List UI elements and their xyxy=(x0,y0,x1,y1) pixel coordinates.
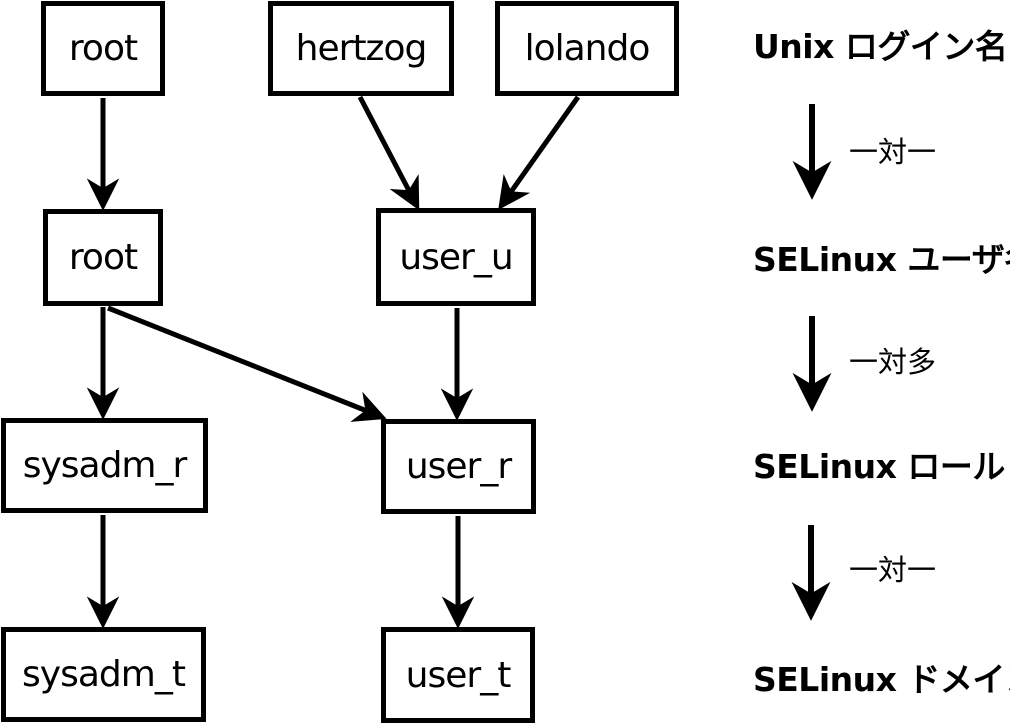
node-label: sysadm_r xyxy=(22,445,188,486)
node-selinux-user-user-u: user_u xyxy=(376,208,536,306)
legend-relation-one-to-one: 一対一 xyxy=(849,135,937,169)
legend-level-selinux-user: SELinux ユーザ名 xyxy=(753,240,1010,279)
arrow-lolando-to-user-u xyxy=(498,95,581,210)
node-label: lolando xyxy=(524,28,651,69)
arrow-user-root-to-user-r xyxy=(107,305,387,422)
node-selinux-domain-user-t: user_t xyxy=(381,627,535,723)
node-label: root xyxy=(68,28,138,69)
node-label: root xyxy=(68,237,138,278)
node-selinux-user-root: root xyxy=(43,209,163,306)
legend-level-selinux-role: SELinux ロール xyxy=(753,447,1005,486)
node-unix-login-hertzog: hertzog xyxy=(268,1,454,96)
legend-relation-one-to-many: 一対多 xyxy=(849,345,937,379)
node-unix-login-root: root xyxy=(41,1,165,96)
node-label: user_r xyxy=(405,446,512,487)
node-label: hertzog xyxy=(295,28,428,69)
legend-level-selinux-domain: SELinux ドメイン xyxy=(753,660,1010,699)
node-label: sysadm_t xyxy=(22,654,186,695)
legend-relation-one-to-one: 一対一 xyxy=(849,553,937,587)
arrow-hertzog-to-user-u xyxy=(357,95,420,211)
node-selinux-role-user-r: user_r xyxy=(381,419,536,514)
node-label: user_u xyxy=(399,236,513,278)
node-selinux-role-sysadm-r: sysadm_r xyxy=(1,418,208,513)
legend-level-unix-login: Unix ログイン名 xyxy=(753,27,1008,66)
node-selinux-domain-sysadm-t: sysadm_t xyxy=(1,627,206,722)
node-label: user_t xyxy=(405,654,512,696)
node-unix-login-lolando: lolando xyxy=(495,1,679,96)
